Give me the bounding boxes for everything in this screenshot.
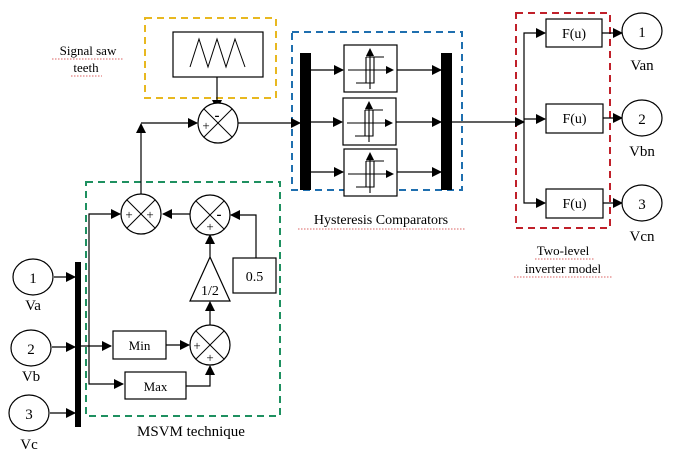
wire-inverter-branch-1 xyxy=(523,28,546,120)
wire-max-to-sum xyxy=(186,365,215,387)
output-port-number: 3 xyxy=(638,197,646,213)
sum-junction-reference[interactable]: + + xyxy=(120,193,162,235)
sum-junction-top[interactable]: + - xyxy=(197,102,239,144)
fcn-block-1-label: F(u) xyxy=(562,27,586,42)
output-port-vbn[interactable]: 2 xyxy=(621,99,663,137)
constant-block[interactable] xyxy=(232,257,277,294)
spellcheck-underline xyxy=(52,58,123,77)
sign-plus: + xyxy=(206,219,213,234)
output-port-number: 1 xyxy=(638,25,646,41)
mux-bar-hysteresis[interactable] xyxy=(441,53,452,190)
input-label-va: Va xyxy=(25,298,41,314)
input-port-va[interactable]: 1 xyxy=(12,258,54,296)
sum-junction-offset[interactable]: - + xyxy=(189,194,231,236)
input-port-number: 3 xyxy=(25,407,33,423)
fcn-block-3[interactable] xyxy=(545,188,604,219)
output-port-van[interactable]: 1 xyxy=(621,12,663,50)
relay-glyph-part xyxy=(366,152,374,160)
sawtooth-wave-icon xyxy=(189,37,246,69)
saw-group-frame xyxy=(144,17,277,99)
relay-glyph-part xyxy=(386,170,394,178)
input-label-vc: Vc xyxy=(20,437,38,453)
output-label-vcn: Vcn xyxy=(630,229,655,245)
hysteresis-group-label: Hysteresis Comparators xyxy=(314,213,448,228)
wire-inverter-branch-3 xyxy=(523,120,546,208)
relay-glyph-part xyxy=(366,48,374,56)
sign-plus: + xyxy=(146,207,153,222)
sign-minus: - xyxy=(217,207,222,223)
constant-block-label: 0.5 xyxy=(246,270,264,285)
max-block-label: Max xyxy=(144,379,168,394)
sign-plus: + xyxy=(125,207,132,222)
hysteresis-relay-icon xyxy=(348,152,394,193)
wire-constant-to-sum xyxy=(230,210,257,258)
mux-bar[interactable] xyxy=(75,262,81,427)
output-label-vbn: Vbn xyxy=(629,144,655,160)
spellcheck-underline xyxy=(514,258,612,278)
saw-group-label-2: teeth xyxy=(73,60,99,75)
min-block[interactable] xyxy=(112,330,167,360)
relay-glyph-part xyxy=(355,109,383,137)
max-block[interactable] xyxy=(124,371,187,400)
output-label-van: Van xyxy=(630,58,654,74)
msvm-group-label: MSVM technique xyxy=(137,424,245,440)
min-block-label: Min xyxy=(129,338,151,353)
fcn-block-1[interactable] xyxy=(545,18,603,48)
sawtooth-generator-block[interactable] xyxy=(172,31,264,78)
wire-mux-to-sum-pp xyxy=(88,209,121,346)
fcn-block-3-label: F(u) xyxy=(562,197,586,212)
input-port-number: 1 xyxy=(29,271,37,287)
inverter-group-label-1: Two-level xyxy=(537,243,590,258)
output-port-vcn[interactable]: 3 xyxy=(621,184,663,222)
gain-block[interactable]: 1/2 xyxy=(189,255,231,302)
relay-glyph-part xyxy=(365,101,373,109)
relay-glyph-part xyxy=(386,66,394,74)
relay-glyph-part xyxy=(356,160,384,188)
sign-plus: + xyxy=(206,350,213,365)
sign-plus: + xyxy=(202,118,209,133)
sign-plus: + xyxy=(193,338,200,353)
gain-block-label: 1/2 xyxy=(201,284,219,299)
sum-junction-min-max[interactable]: + + xyxy=(189,324,231,366)
msvm-group-frame xyxy=(85,181,281,417)
inverter-group-label-2: inverter model xyxy=(525,261,602,276)
hysteresis-relay-icon xyxy=(348,48,394,89)
input-port-vb[interactable]: 2 xyxy=(10,329,52,367)
wire-mux-to-max xyxy=(88,346,124,389)
saw-group-label-1: Signal saw xyxy=(60,43,117,58)
input-port-number: 2 xyxy=(27,342,35,358)
fcn-block-2-label: F(u) xyxy=(562,112,586,127)
sign-minus: - xyxy=(215,108,220,124)
relay-glyph-part xyxy=(385,119,393,127)
output-port-number: 2 xyxy=(638,112,646,128)
hysteresis-relay-icon xyxy=(347,101,393,142)
demux-bar[interactable] xyxy=(300,53,311,190)
relay-glyph-part xyxy=(356,56,384,84)
input-label-vb: Vb xyxy=(22,369,40,385)
input-port-vc[interactable]: 3 xyxy=(8,394,50,432)
